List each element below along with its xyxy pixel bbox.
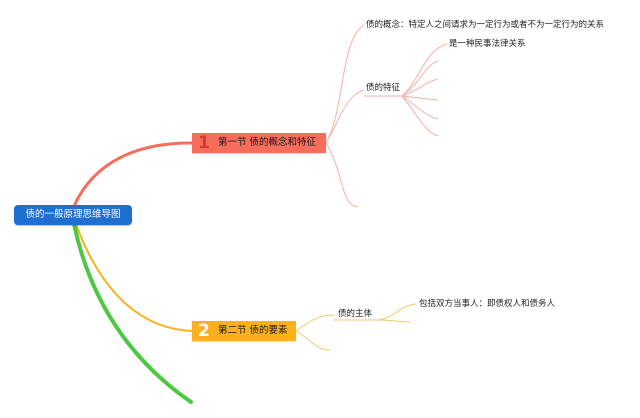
connector-feature-sub4	[401, 95, 439, 101]
connector-root-branch1	[72, 141, 196, 208]
subtopic-debt-features[interactable]: 债的特征	[366, 82, 400, 94]
connector-branch1-feature	[325, 89, 365, 144]
subtopic-debt-concept-label: 债的概念：特定人之间请求为一定行为或者不为一定行为的关系	[366, 20, 605, 30]
root-topic[interactable]: 债的一般原理思维导图	[14, 205, 132, 225]
connector-feature-sub5	[401, 95, 439, 120]
branch-topic-2[interactable]: 2 第二节 债的要素	[192, 321, 296, 341]
subtopic-both-parties-label: 包括双方当事人：即债权人和债务人	[419, 299, 556, 309]
branch-topic-1-label: 第一节 债的概念和特征	[218, 137, 317, 148]
root-topic-label: 债的一般原理思维导图	[25, 209, 121, 220]
subtopic-debt-features-label: 债的特征	[366, 83, 401, 93]
connector-branch1-concept	[325, 24, 365, 144]
subtopic-debt-subject-label: 债的主体	[338, 309, 373, 319]
branch-topic-2-label: 第二节 债的要素	[218, 325, 288, 336]
connector-feature-sub2	[401, 60, 439, 97]
connector-feature-civil	[401, 43, 448, 97]
connector-feature-sub6	[401, 95, 439, 137]
connector-branch2-empty	[295, 330, 331, 351]
subtopic-civil-legal-relation[interactable]: 是一种民事法律关系	[449, 38, 526, 50]
subtopic-both-parties[interactable]: 包括双方当事人：即债权人和债务人	[419, 298, 555, 310]
connector-root-branch3	[72, 222, 193, 404]
branch-number-2-icon: 2	[198, 321, 210, 341]
branch-number-1-icon: 1	[198, 133, 210, 153]
subtopic-civil-legal-relation-label: 是一种民事法律关系	[449, 39, 526, 49]
connector-branch2-subject	[295, 314, 335, 332]
connector-subject-parties	[377, 303, 417, 321]
connector-branch1-empty	[325, 142, 359, 208]
connector-subject-sub2	[377, 319, 411, 323]
connector-root-branch2	[75, 223, 195, 332]
branch-topic-1[interactable]: 1 第一节 债的概念和特征	[192, 133, 326, 153]
subtopic-debt-concept[interactable]: 债的概念：特定人之间请求为一定行为或者不为一定行为的关系	[366, 19, 604, 31]
connector-feature-sub3	[401, 78, 439, 97]
subtopic-debt-subject[interactable]: 债的主体	[338, 308, 372, 320]
